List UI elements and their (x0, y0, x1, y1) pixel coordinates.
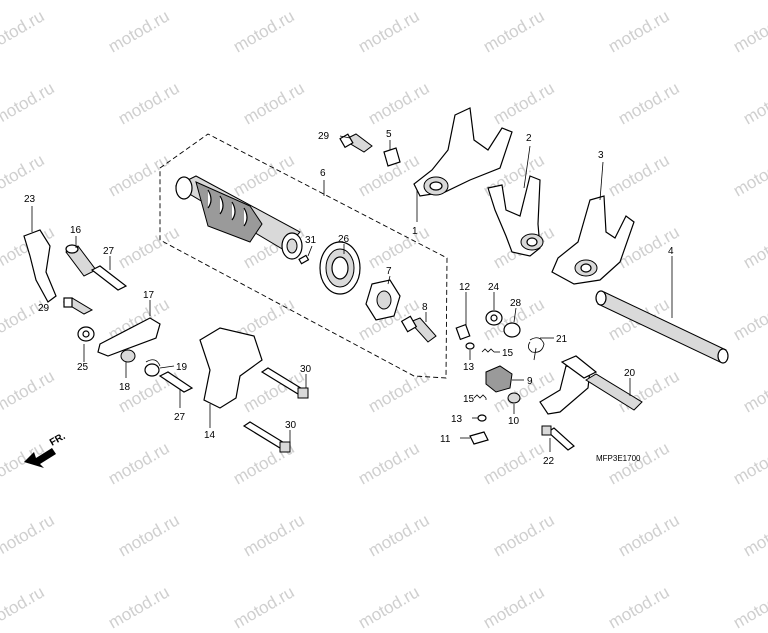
callout-26: 26 (338, 234, 350, 245)
callout-30-upper: 30 (300, 364, 312, 375)
drum-pin (298, 254, 310, 265)
watermark-text: motod.ru (0, 582, 48, 633)
bolt-29-lower (62, 297, 94, 315)
dowel-pin-upper (90, 265, 128, 291)
callout-13-lower: 13 (451, 414, 463, 425)
spring-clip (144, 359, 161, 377)
callout-3: 3 (598, 150, 604, 161)
callout-14: 14 (204, 430, 216, 441)
watermark-text: motod.ru (230, 582, 298, 633)
callout-20: 20 (624, 368, 636, 379)
callout-10: 10 (508, 416, 520, 427)
callout-4: 4 (668, 246, 674, 257)
washer-13-lower (477, 414, 487, 422)
clip-28 (503, 322, 521, 338)
stopper-9 (485, 365, 513, 393)
stopper-plate (383, 147, 401, 167)
stopper-arm (455, 323, 471, 341)
shift-drum (174, 175, 303, 260)
dowel-pin-lower (158, 371, 194, 393)
collar-18 (120, 349, 136, 363)
callout-labels: 29 5 1 2 3 6 23 16 27 29 31 26 7 4 24 28… (24, 129, 674, 467)
bolt-22 (541, 425, 575, 451)
assembly-outline (159, 133, 448, 379)
callout-5: 5 (386, 129, 392, 140)
watermark-text: motod.ru (480, 582, 548, 633)
callout-15-upper: 15 (502, 348, 514, 359)
callout-12: 12 (459, 282, 471, 293)
center-bolt (400, 315, 437, 343)
guide-plate (23, 229, 57, 303)
callout-27-upper: 27 (103, 246, 115, 257)
spring-15-upper (481, 348, 495, 353)
bolt-30-lower (242, 421, 291, 453)
callout-29-top: 29 (318, 131, 330, 142)
callout-29-lower: 29 (38, 303, 50, 314)
spring-15-lower (473, 394, 487, 399)
front-direction-arrow: FR. (24, 431, 68, 468)
pin-11 (469, 431, 489, 445)
watermark-text: motod.ru (605, 582, 673, 633)
return-spring (528, 337, 545, 361)
watermark-text: motod.ru (730, 582, 768, 633)
callout-8: 8 (422, 302, 428, 313)
callout-27-lower: 27 (174, 412, 186, 423)
callout-24: 24 (488, 282, 500, 293)
collar-10 (507, 392, 521, 404)
callout-25: 25 (77, 362, 89, 373)
callout-13-upper: 13 (463, 362, 475, 373)
washer-13-upper (465, 342, 475, 350)
callout-30-lower: 30 (285, 420, 297, 431)
callout-11: 11 (440, 434, 451, 445)
callout-21: 21 (556, 334, 568, 345)
link-arm (97, 317, 161, 357)
callout-15-lower: 15 (463, 394, 475, 405)
shift-fork-2 (487, 175, 544, 257)
drum-bearing (319, 241, 361, 295)
leader-lines (31, 135, 673, 452)
callout-19: 19 (176, 362, 188, 373)
callout-16: 16 (70, 225, 82, 236)
washer-24 (485, 310, 503, 326)
svg-text:FR.: FR. (48, 431, 68, 449)
callout-31: 31 (305, 235, 317, 246)
callout-9: 9 (527, 376, 533, 387)
callout-6: 6 (320, 168, 326, 179)
shift-fork-3 (551, 195, 635, 285)
callout-22: 22 (543, 456, 555, 467)
callout-2: 2 (526, 133, 532, 144)
diagram-code: MFP3E1700 (596, 454, 641, 463)
collar (65, 244, 97, 277)
callout-23: 23 (24, 194, 36, 205)
callout-28: 28 (510, 298, 522, 309)
callout-17: 17 (143, 290, 155, 301)
shift-fork-shaft (595, 290, 729, 364)
shift-fork-1 (413, 107, 513, 197)
exploded-parts-diagram: FR. (23, 107, 729, 468)
callout-18: 18 (119, 382, 131, 393)
watermark-text: motod.ru (355, 582, 423, 633)
gearshift-spindle (539, 355, 643, 415)
shift-plate (199, 327, 263, 409)
washer (77, 326, 95, 342)
drum-center (365, 279, 401, 321)
callout-7: 7 (386, 266, 392, 277)
watermark-text: motod.ru (105, 582, 173, 633)
callout-1: 1 (412, 226, 418, 237)
bolt-30-upper (260, 367, 309, 399)
